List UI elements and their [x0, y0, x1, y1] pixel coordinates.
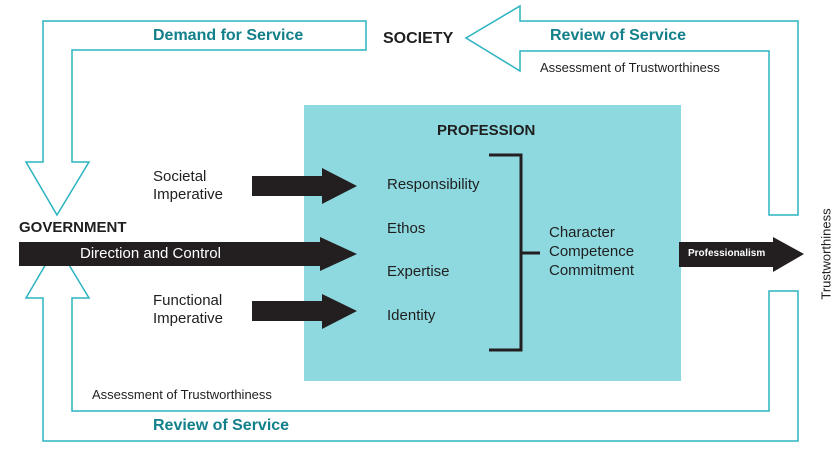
trustworthiness-label: Trustworthiness — [818, 208, 834, 300]
assessment-bottom-label: Assessment of Trustworthiness — [92, 387, 272, 402]
society-label: SOCIETY — [383, 30, 454, 47]
profession-box — [304, 105, 681, 381]
government-label: GOVERNMENT — [19, 219, 127, 236]
functional-imperative-line2: Imperative — [153, 310, 224, 327]
assessment-top-label: Assessment of Trustworthiness — [540, 60, 720, 75]
quality-commitment: Commitment — [549, 262, 635, 279]
review-of-service-bottom-label: Review of Service — [153, 417, 290, 434]
societal-imperative-line2: Imperative — [153, 186, 224, 203]
attributes-bracket — [489, 153, 540, 352]
profession-title: PROFESSION — [437, 122, 536, 139]
attribute-expertise: Expertise — [387, 263, 450, 280]
review-of-service-top-arrow — [464, 4, 799, 216]
quality-character: Character — [549, 224, 615, 241]
functional-imperative-label: Functional Imperative — [153, 292, 223, 328]
attribute-responsibility: Responsibility — [387, 176, 480, 193]
professionalism-arrow — [679, 237, 804, 272]
professionalism-label: Professionalism — [688, 248, 766, 259]
societal-imperative-label: Societal Imperative — [153, 168, 223, 204]
attribute-ethos: Ethos — [387, 220, 426, 237]
demand-for-service-label: Demand for Service — [153, 27, 304, 44]
attribute-identity: Identity — [387, 307, 436, 324]
societal-imperative-arrow — [252, 168, 357, 204]
direction-and-control-arrow — [19, 237, 357, 271]
direction-and-control-label: Direction and Control — [80, 245, 221, 262]
quality-competence: Competence — [549, 243, 635, 260]
demand-for-service-arrow — [24, 20, 367, 217]
review-of-service-top-label: Review of Service — [550, 27, 687, 44]
societal-imperative-line1: Societal — [153, 168, 207, 185]
functional-imperative-arrow — [252, 294, 357, 329]
functional-imperative-line1: Functional — [153, 292, 223, 309]
review-of-service-bottom-arrow — [24, 243, 799, 442]
profession-qualities: Character Competence Commitment — [549, 223, 634, 280]
